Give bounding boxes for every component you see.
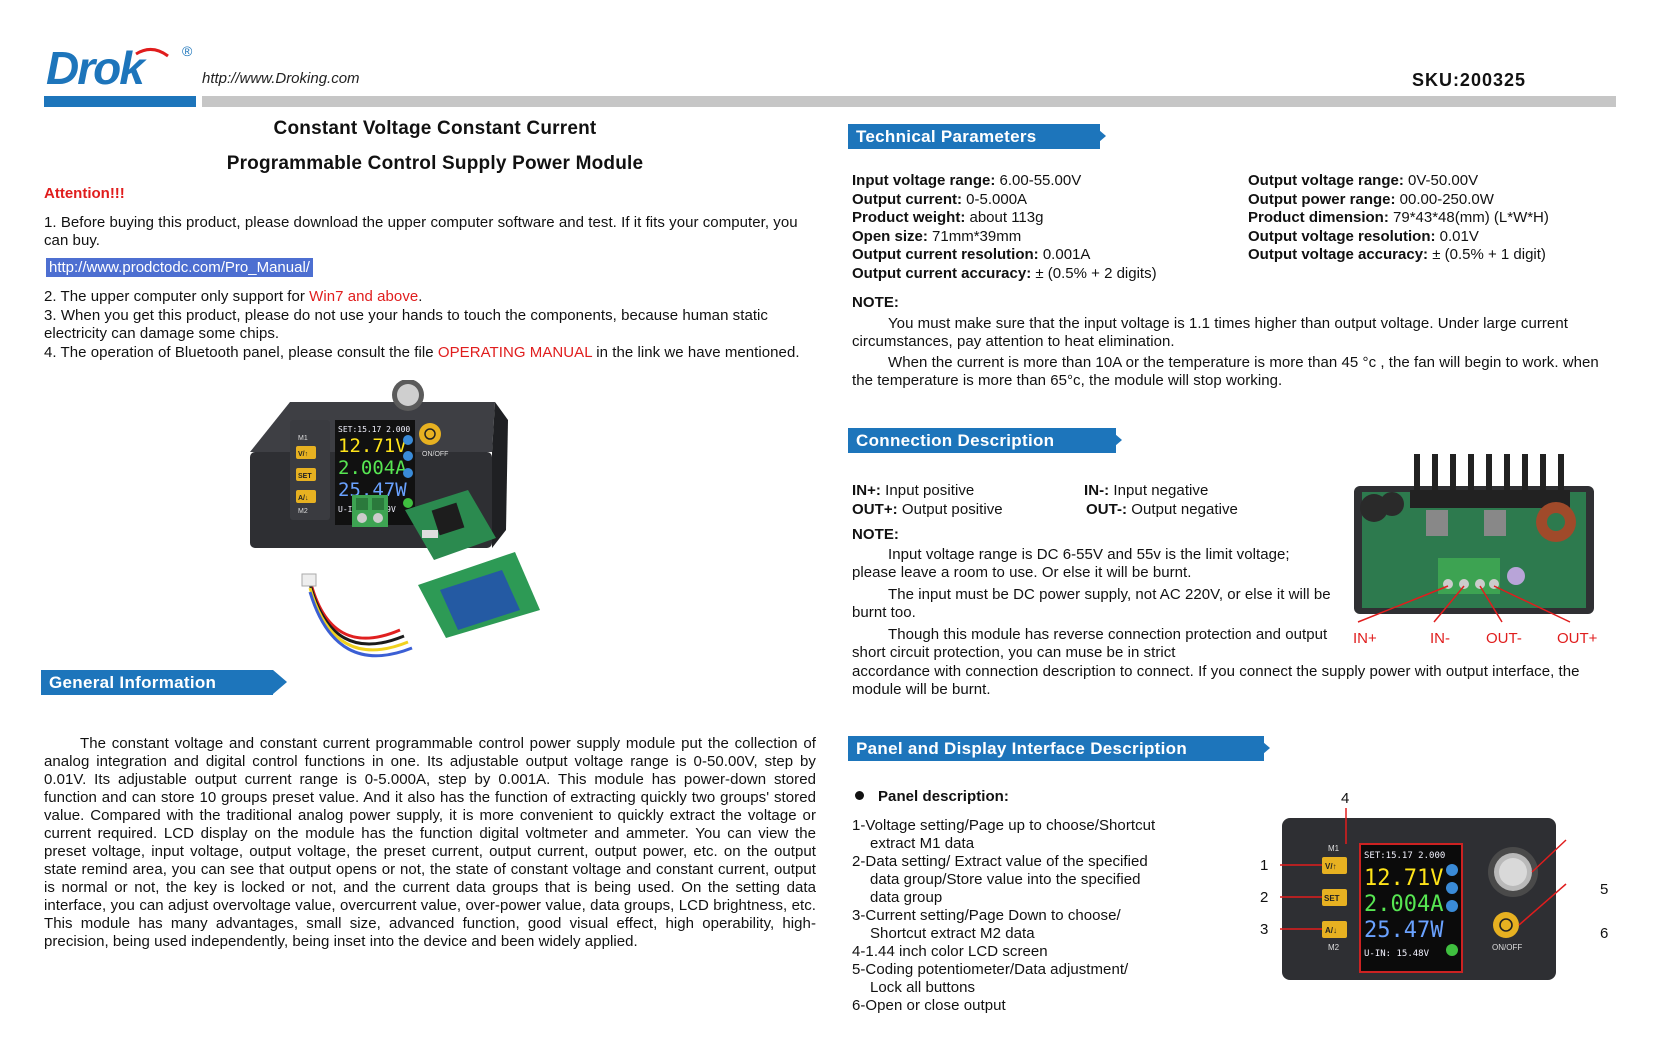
bluetooth-board [418, 552, 540, 638]
panel-diagram: M1 V/↑ SET A/↓ M2 SET:15.17 2.000 12.71V… [1280, 808, 1567, 980]
svg-text:U-IN: 15.48V: U-IN: 15.48V [1364, 949, 1430, 959]
svg-text:25.47W: 25.47W [1364, 918, 1444, 943]
tech-param: Output current: 0-5.000A [852, 190, 1028, 208]
tech-param: Output current accuracy: ± (0.5% + 2 dig… [852, 264, 1157, 282]
panel-lcd [1359, 843, 1463, 973]
bullet-icon [855, 791, 864, 800]
tech-param: Product dimension: 79*43*48(mm) (L*W*H) [1248, 209, 1549, 226]
svg-text:®: ® [182, 43, 193, 59]
attention-item-2: 2. The upper computer only support for W… [44, 288, 423, 305]
tech-param: Product weight: about 113g [852, 209, 1044, 226]
manual-link[interactable]: http://www.prodctodc.com/Pro_Manual/ [46, 258, 313, 277]
panel-num-2: 2 [1260, 889, 1269, 906]
svg-text:SET: SET [298, 473, 312, 480]
panel-item: 4-1.44 inch color LCD screen [852, 943, 1048, 960]
panel-item: 3-Current setting/Page Down to choose/Sh… [852, 907, 1121, 942]
svg-text:2.004A: 2.004A [338, 457, 407, 479]
cable [301, 573, 413, 658]
conn-out-plus: OUT+: Output positive [852, 501, 1003, 518]
sku-label: SKU:200325 [1411, 70, 1526, 90]
tech-param: Output voltage resolution: 0.01V [1248, 227, 1479, 245]
tech-param: Output current resolution: 0.001A [852, 246, 1091, 263]
general-info-banner: General Information [41, 670, 291, 695]
svg-text:M2: M2 [298, 508, 308, 515]
product-image: M1 V/↑ SET A/↓ M2 SET:15.17 2.000 12.71V… [250, 380, 540, 658]
tech-params-right: Output voltage range: 0V-50.00V Output p… [1248, 172, 1549, 265]
header-bar [44, 96, 1616, 107]
power-button-icon [419, 423, 441, 445]
label-out-minus: OUT- [1486, 630, 1522, 647]
panel-sub: Panel description: [855, 788, 1009, 806]
svg-text:A/↓: A/↓ [1325, 926, 1337, 935]
board-image [1354, 454, 1594, 623]
connection-banner: Connection Description [848, 428, 1124, 453]
svg-text:Drok: Drok [46, 42, 147, 94]
m1-label: M1 [298, 435, 308, 442]
tech-param: Output power range: 00.00-250.0W [1248, 190, 1494, 208]
title-line-1: Constant Voltage Constant Current [273, 118, 597, 139]
tech-param: Output voltage accuracy: ± (0.5% + 1 dig… [1248, 246, 1546, 263]
panel-banner: Panel and Display Interface Description [848, 736, 1272, 761]
tech-param: Open size: 71mm*39mm [852, 227, 1022, 245]
panel-num-1: 1 [1260, 857, 1269, 874]
attention-item-1: 1. Before buying this product, please do… [44, 214, 798, 249]
panel-v-button [1322, 857, 1347, 874]
general-info-body: The constant voltage and constant curren… [44, 735, 816, 950]
conn-note-2: The input must be DC power supply, not A… [852, 586, 1331, 621]
svg-text:V/↑: V/↑ [298, 451, 308, 458]
tech-note-2: When the current is more than 10A or the… [852, 354, 1599, 389]
attention-heading: Attention!!! [44, 185, 125, 202]
panel-num-6: 6 [1600, 925, 1609, 942]
panel-num-5: 5 [1600, 881, 1609, 898]
conn-note-label: NOTE: [852, 526, 899, 543]
conn-in-plus: IN+: Input positive [852, 482, 975, 499]
set-button [296, 468, 316, 481]
label-in-minus: IN- [1430, 630, 1450, 647]
svg-text:12.71V: 12.71V [338, 435, 407, 457]
attention-item-4: 4. The operation of Bluetooth panel, ple… [44, 344, 800, 361]
panel-item: 2-Data setting/ Extract value of the spe… [852, 853, 1148, 906]
svg-text:A/↓: A/↓ [298, 495, 309, 502]
panel-item: 5-Coding potentiometer/Data adjustment/L… [852, 961, 1129, 996]
panel-item: 1-Voltage setting/Page up to choose/Shor… [852, 817, 1156, 852]
svg-text:12.71V: 12.71V [1364, 866, 1443, 891]
label-out-plus: OUT+ [1557, 630, 1598, 647]
conn-note-3a: Though this module has reverse connectio… [852, 626, 1328, 661]
svg-text:M1: M1 [1328, 844, 1340, 853]
svg-text:2.004A: 2.004A [1364, 892, 1443, 917]
svg-text:ON/OFF: ON/OFF [1492, 943, 1522, 952]
panel-num-3: 3 [1260, 921, 1269, 938]
conn-note-1: Input voltage range is DC 6-55V and 55v … [852, 546, 1290, 581]
tech-param: Output voltage range: 0V-50.00V [1248, 172, 1479, 189]
panel-power-icon [1493, 912, 1519, 938]
a-button [296, 490, 316, 503]
conn-note-3b: accordance with connection description t… [852, 663, 1580, 698]
svg-text:M2: M2 [1328, 943, 1340, 952]
svg-text:SET:15.17 2.000: SET:15.17 2.000 [1364, 851, 1445, 861]
header-url[interactable]: http://www.Droking.com [202, 70, 360, 87]
v-button [296, 446, 316, 459]
tech-params-left: Input voltage range: 6.00-55.00V Output … [852, 172, 1157, 283]
panel-a-button [1322, 921, 1347, 938]
drok-logo: Drok ® [46, 42, 193, 94]
conn-out-minus: OUT-: Output negative [1086, 501, 1238, 518]
svg-text:V/↑: V/↑ [1325, 862, 1337, 871]
svg-text:SET: SET [1324, 894, 1340, 903]
tech-note-1: You must make sure that the input voltag… [852, 315, 1568, 350]
panel-num-4: 4 [1341, 790, 1350, 807]
technical-parameters-banner: Technical Parameters [848, 124, 1108, 149]
svg-text:ON/OFF: ON/OFF [422, 451, 448, 458]
panel-list: 1-Voltage setting/Page up to choose/Shor… [852, 817, 1232, 1015]
panel-set-button [1322, 889, 1347, 906]
heatsink [1410, 454, 1570, 508]
tech-param: Input voltage range: 6.00-55.00V [852, 172, 1082, 189]
conn-in-minus: IN-: Input negative [1084, 482, 1209, 499]
usb-board [405, 490, 496, 560]
tech-note-label: NOTE: [852, 294, 899, 311]
title-line-2: Programmable Control Supply Power Module [226, 153, 644, 174]
label-in-plus: IN+ [1353, 630, 1377, 647]
panel-item: 6-Open or close output [852, 997, 1006, 1014]
attention-item-3: 3. When you get this product, please do … [44, 307, 768, 342]
svg-text:SET:15.17 2.000: SET:15.17 2.000 [338, 425, 410, 434]
